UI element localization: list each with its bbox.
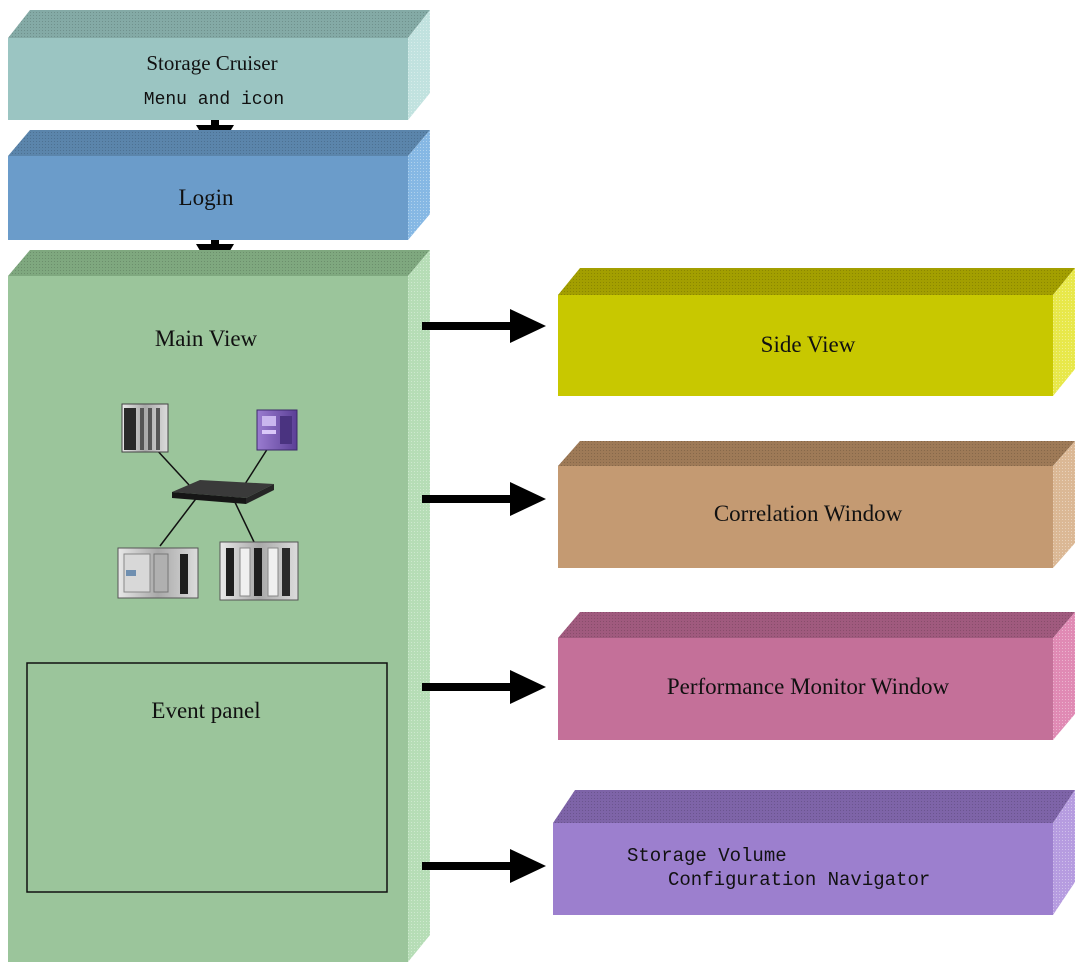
correlation-window-box[interactable]: Correlation Window — [558, 441, 1075, 568]
login-label: Login — [179, 185, 234, 210]
event-panel[interactable]: Event panel — [26, 662, 388, 893]
configuration-navigator-label: Configuration Navigator — [668, 869, 930, 891]
storage-cruiser-title: Storage Cruiser — [146, 51, 277, 75]
performance-monitor-window-box[interactable]: Performance Monitor Window — [558, 612, 1075, 740]
event-panel-label: Event panel — [151, 698, 260, 723]
storage-network-illustration — [117, 403, 299, 601]
arrow-to-performance-monitor — [422, 670, 546, 704]
side-view-label: Side View — [761, 332, 856, 357]
performance-monitor-window-label: Performance Monitor Window — [667, 674, 950, 699]
fibre-channel-switch-icon — [172, 480, 274, 504]
side-view-box[interactable]: Side View — [558, 268, 1075, 396]
arrow-to-correlation-window — [422, 482, 546, 516]
arrow-to-volume-navigator — [422, 849, 546, 883]
main-view-box[interactable]: Main View — [8, 250, 430, 962]
storage-volume-navigator-box[interactable]: Storage Volume Configuration Navigator — [553, 790, 1075, 915]
storage-cruiser-menu-box[interactable]: Storage Cruiser Menu and icon — [8, 10, 430, 120]
purple-server-icon — [256, 409, 298, 451]
arrow-to-side-view — [422, 309, 546, 343]
disk-storage-icon — [117, 547, 199, 599]
main-view-label: Main View — [155, 326, 258, 351]
server-icon — [121, 403, 169, 453]
correlation-window-label: Correlation Window — [714, 501, 903, 526]
disk-array-icon — [219, 541, 299, 601]
login-box[interactable]: Login — [8, 130, 430, 240]
menu-and-icon-label: Menu and icon — [144, 90, 284, 110]
storage-volume-label: Storage Volume — [627, 845, 787, 867]
